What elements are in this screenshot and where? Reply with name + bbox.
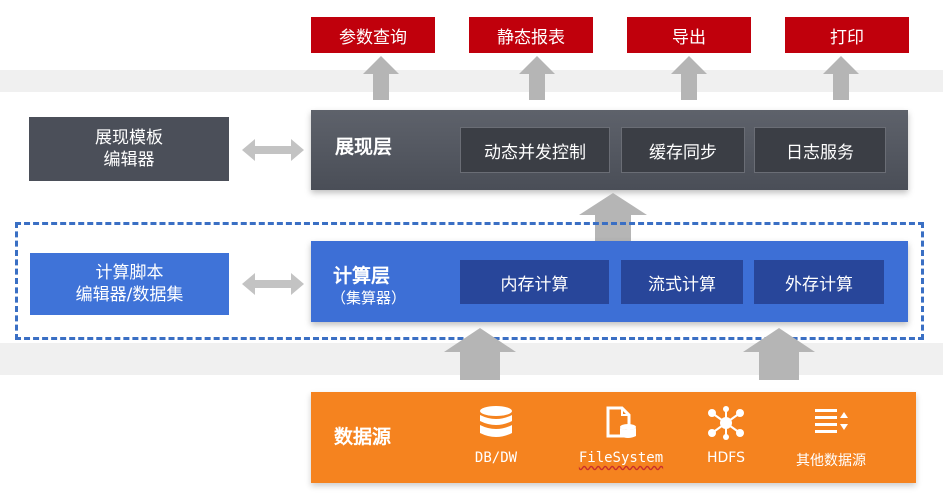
chip-stream-compute[interactable]: 流式计算 bbox=[621, 260, 743, 304]
chip-cache-sync[interactable]: 缓存同步 bbox=[621, 127, 745, 173]
compute-editor-line2: 编辑器/数据集 bbox=[75, 285, 184, 305]
datasource-label: 其他数据源 bbox=[796, 453, 866, 469]
list-sort-icon bbox=[815, 409, 848, 433]
output-print-button[interactable]: 打印 bbox=[785, 17, 909, 53]
file-system-icon bbox=[606, 406, 636, 438]
database-icon bbox=[480, 406, 512, 437]
datasource-layer-title: 数据源 bbox=[334, 426, 392, 448]
datasource-filesystem[interactable]: FileSystem bbox=[566, 392, 676, 483]
hdfs-network-icon bbox=[708, 406, 744, 440]
compute-layer-title: 计算层 bbox=[333, 265, 391, 287]
compute-editor-line1: 计算脚本 bbox=[95, 263, 164, 283]
up-arrow-icon bbox=[671, 56, 707, 100]
presentation-editor-line1: 展现模板 bbox=[95, 128, 163, 148]
up-arrow-icon bbox=[363, 56, 399, 100]
up-arrow-icon bbox=[519, 56, 555, 100]
up-arrow-icon bbox=[823, 56, 859, 100]
up-arrow-icon bbox=[579, 193, 647, 241]
datasource-label: HDFS bbox=[706, 450, 745, 466]
up-arrow-icon bbox=[444, 328, 516, 380]
presentation-layer: 展现层 动态并发控制 缓存同步 日志服务 bbox=[311, 110, 908, 190]
datasource-hdfs[interactable]: HDFS bbox=[671, 392, 781, 483]
datasource-label: DB/DW bbox=[474, 450, 518, 466]
double-arrow-icon bbox=[242, 273, 304, 295]
datasource-label: FileSystem bbox=[578, 450, 664, 466]
up-arrow-icon bbox=[743, 328, 815, 380]
chip-in-memory-compute[interactable]: 内存计算 bbox=[460, 260, 609, 304]
presentation-layer-title: 展现层 bbox=[335, 136, 393, 158]
output-static-report-button[interactable]: 静态报表 bbox=[469, 17, 593, 53]
chip-log-service[interactable]: 日志服务 bbox=[754, 127, 886, 173]
compute-layer-subtitle: （集算器） bbox=[331, 289, 407, 307]
compute-script-editor[interactable]: 计算脚本 编辑器/数据集 bbox=[30, 253, 229, 315]
datasource-db-dw[interactable]: DB/DW bbox=[441, 392, 551, 483]
datasource-other[interactable]: 其他数据源 bbox=[776, 392, 886, 483]
double-arrow-icon bbox=[242, 139, 304, 161]
compute-layer: 计算层 （集算器） 内存计算 流式计算 外存计算 bbox=[311, 241, 908, 322]
presentation-template-editor[interactable]: 展现模板 编辑器 bbox=[29, 117, 229, 181]
output-query-button[interactable]: 参数查询 bbox=[311, 17, 435, 53]
top-band bbox=[0, 70, 943, 92]
chip-dynamic-concurrency[interactable]: 动态并发控制 bbox=[460, 127, 610, 173]
datasource-layer: 数据源 DB/DW FileSystem bbox=[311, 392, 916, 483]
chip-external-compute[interactable]: 外存计算 bbox=[754, 260, 884, 304]
presentation-editor-line2: 编辑器 bbox=[103, 150, 155, 170]
output-export-button[interactable]: 导出 bbox=[627, 17, 751, 53]
